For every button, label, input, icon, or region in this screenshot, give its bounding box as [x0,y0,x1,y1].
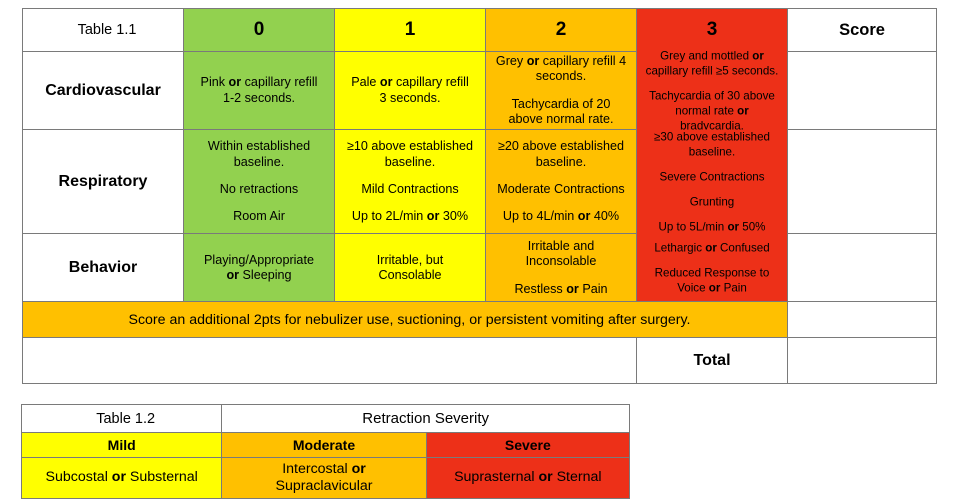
additional-points-note: Score an additional 2pts for nebulizer u… [22,301,788,339]
retraction-severity-table: Table 1.2 Retraction Severity Mild Moder… [20,404,631,499]
table-title-cell: Table 1.1 [22,8,184,52]
severity-label-moderate: Moderate [221,432,427,458]
score-input-respiratory[interactable] [787,129,937,235]
severity-label-mild: Mild [20,432,223,458]
total-label: Total [636,337,788,385]
retraction-severity-row: Mild Moderate Severe [20,432,631,458]
severity-label-severe: Severe [425,432,631,458]
score-input-behavior[interactable] [787,233,937,303]
score-header-1: 1 [334,8,486,52]
score-header-2: 2 [485,8,637,52]
pews-score-table: Table 1.1 0 1 2 3 Score Cardiovascular P… [22,8,937,385]
score-input-note[interactable] [787,301,937,339]
total-spacer-cell [22,337,637,385]
row-label-cardiovascular: Cardiovascular [22,50,184,131]
severity-desc-mild: Subcostal or Substernal [20,457,223,499]
row-label-behavior: Behavior [22,233,184,303]
severity-desc-severe: Suprasternal or Sternal [425,457,631,499]
table-header-row: Table 1.1 0 1 2 3 Score [22,8,937,52]
table-row-note: Score an additional 2pts for nebulizer u… [22,301,937,339]
retraction-table-title: Table 1.2 [20,404,223,433]
cell-text: Suprasternal or Sternal [454,469,602,486]
retraction-caption: Retraction Severity [221,404,630,433]
score-input-total[interactable] [787,337,937,385]
retraction-header-row: Table 1.2 Retraction Severity [20,404,630,433]
score-header-0: 0 [183,8,335,52]
cell-text: Subcostal or Substernal [45,469,198,486]
table-row-total: Total [22,337,937,385]
score-input-cardiovascular[interactable] [787,50,937,131]
score-column-header: Score [787,8,937,52]
row-label-respiratory: Respiratory [22,129,184,235]
score-header-3: 3 [636,8,788,52]
